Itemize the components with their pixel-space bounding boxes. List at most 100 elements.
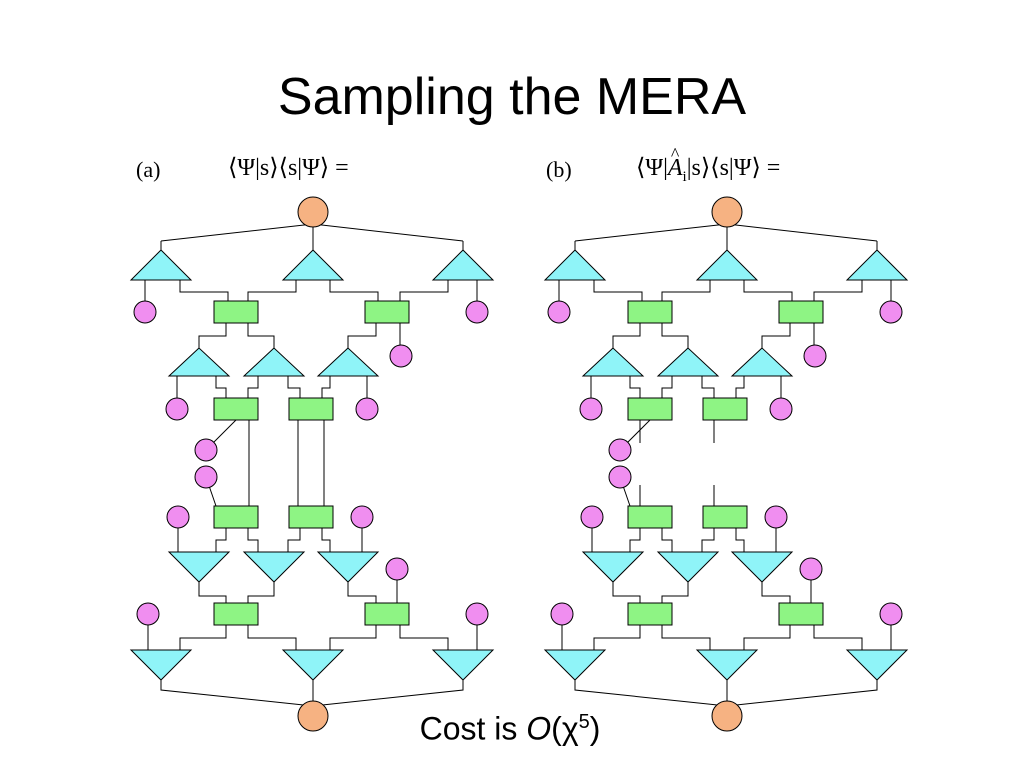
disentangler-box — [364, 300, 410, 324]
spin-node — [465, 602, 489, 626]
disentangler-box — [288, 505, 334, 529]
spin-node — [550, 602, 574, 626]
isometry-triangle — [730, 551, 794, 583]
bond-line — [347, 582, 377, 604]
bond-line — [215, 376, 227, 398]
bond-line — [287, 376, 301, 398]
spin-node — [194, 438, 218, 462]
spin-node — [608, 465, 632, 489]
isometry-triangle — [431, 649, 495, 681]
isometry-triangle — [167, 551, 231, 583]
bond-line — [661, 625, 711, 650]
bond-line — [399, 280, 449, 301]
bond-line — [321, 376, 331, 398]
isometry-triangle — [316, 347, 380, 377]
spin-node — [194, 465, 218, 489]
bond-line — [329, 280, 379, 301]
cost-prefix: Cost is — [419, 710, 527, 747]
top-tensor — [711, 700, 743, 732]
spin-node — [547, 300, 571, 324]
spin-node — [136, 602, 160, 626]
spin-node — [769, 397, 793, 421]
isometry-triangle — [656, 551, 720, 583]
isometry-triangle — [281, 249, 345, 281]
formula-b-operator: A — [668, 138, 683, 184]
spin-node — [608, 438, 632, 462]
cost-chi: (χ — [551, 710, 579, 747]
disentangler-box — [627, 397, 673, 421]
panel-a-formula: ⟨Ψ|s⟩⟨s|Ψ⟩ = — [228, 155, 349, 181]
spin-node — [133, 300, 157, 324]
bond-line — [247, 625, 297, 650]
spin-node — [355, 397, 379, 421]
panel-b-formula: ⟨Ψ|Ai|s⟩⟨s|Ψ⟩ = — [636, 138, 781, 193]
bond-line — [761, 323, 791, 348]
bond-line — [743, 625, 791, 650]
bond-line — [813, 625, 863, 650]
bond-line — [661, 376, 673, 398]
bond-line — [612, 582, 641, 604]
spin-node — [580, 505, 604, 529]
spin-node — [879, 602, 903, 626]
bond-line — [179, 280, 229, 301]
isometry-triangle — [581, 347, 645, 377]
isometry-triangle — [129, 649, 193, 681]
isometry-triangle — [242, 551, 306, 583]
bond-line — [735, 376, 745, 398]
isometry-triangle — [242, 347, 306, 377]
disentangler-box — [702, 505, 748, 529]
isometry-triangle — [845, 649, 909, 681]
bond-line — [347, 323, 377, 348]
bond-line — [813, 280, 863, 301]
bond-line — [629, 528, 641, 552]
isometry-triangle — [167, 347, 231, 377]
spin-node — [803, 344, 827, 368]
disentangler-box — [627, 602, 673, 626]
disentangler-box — [627, 300, 673, 324]
formula-b-subscript: i — [682, 168, 687, 185]
bond-line — [661, 323, 689, 348]
formula-b-suffix: |s⟩⟨s|Ψ⟩ = — [686, 155, 781, 181]
bond-line — [247, 376, 259, 398]
disentangler-box — [364, 602, 410, 626]
bond-line — [198, 323, 227, 348]
bond-line — [743, 280, 793, 301]
top-tensor — [711, 196, 743, 228]
spin-node — [764, 505, 788, 529]
bond-line — [329, 625, 377, 650]
isometry-triangle — [129, 249, 193, 281]
disentangler-box — [213, 602, 259, 626]
isometry-triangle — [543, 649, 607, 681]
bond-line — [612, 323, 641, 348]
isometry-triangle — [695, 249, 759, 281]
bond-line — [661, 582, 689, 604]
bond-line — [399, 625, 449, 650]
spin-node — [165, 397, 189, 421]
bond-line — [661, 280, 711, 301]
bond-line — [629, 376, 641, 398]
bond-line — [735, 528, 745, 552]
spin-node — [166, 505, 190, 529]
bond-line — [593, 625, 641, 650]
disentangler-box — [213, 397, 259, 421]
bond-line — [761, 582, 791, 604]
disentangler-box — [213, 505, 259, 529]
disentangler-box — [702, 397, 748, 421]
bond-line — [661, 528, 673, 552]
bond-line — [701, 376, 715, 398]
bond-line — [215, 528, 227, 552]
disentangler-box — [778, 300, 824, 324]
panel-a-label: (a) — [136, 157, 161, 182]
isometry-triangle — [730, 347, 794, 377]
top-tensor — [297, 700, 329, 732]
cost-suffix: ) — [589, 710, 601, 747]
cost-big-o: O — [526, 710, 552, 747]
cost-label: Cost is O(χ5) — [360, 700, 660, 751]
isometry-triangle — [431, 249, 495, 281]
bond-line — [247, 323, 275, 348]
isometry-triangle — [695, 649, 759, 681]
top-tensor — [297, 196, 329, 228]
spin-node — [385, 557, 409, 581]
disentangler-box — [288, 397, 334, 421]
